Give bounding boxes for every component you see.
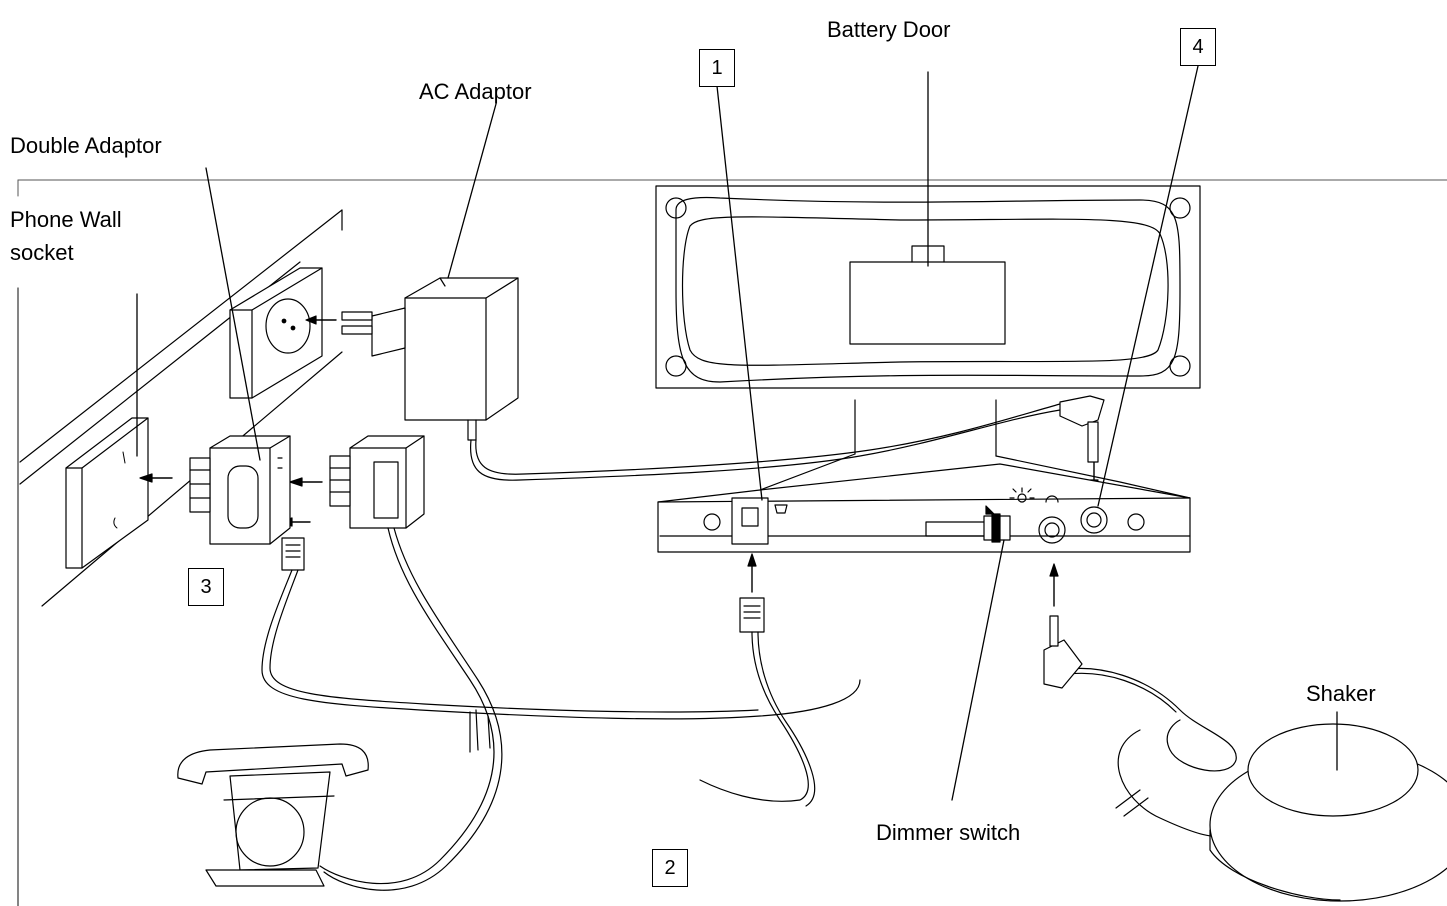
callout-1: 1 (699, 49, 735, 87)
label-dimmer-switch: Dimmer switch (876, 820, 1021, 845)
telephone-drawing (178, 744, 368, 886)
rj-plug-device-drawing (740, 598, 764, 632)
label-double-adaptor: Double Adaptor (10, 133, 162, 158)
frame-lines (18, 180, 1447, 906)
phone-line-plug-drawing (330, 436, 424, 528)
label-phone-wall-line1: Phone Wall (10, 207, 122, 232)
callout-2: 2 (652, 849, 688, 887)
main-unit-drawing (656, 186, 1200, 552)
leader-lines (137, 66, 1337, 800)
power-outlet-drawing (230, 268, 322, 398)
shaker-drawing (1044, 616, 1447, 901)
label-phone-wall-line2: socket (10, 240, 74, 265)
callout-3: 3 (188, 568, 224, 606)
label-shaker: Shaker (1306, 681, 1376, 706)
jack-plug-4-drawing (1060, 396, 1104, 462)
double-adaptor-drawing (190, 436, 290, 544)
rj-plug-small-drawing (282, 538, 304, 570)
callout-4: 4 (1180, 28, 1216, 66)
phone-wall-socket-drawing (66, 418, 148, 568)
ac-adaptor-drawing (342, 278, 518, 440)
cables (262, 404, 1236, 890)
label-ac-adaptor: AC Adaptor (419, 79, 532, 104)
label-battery-door: Battery Door (827, 17, 951, 42)
